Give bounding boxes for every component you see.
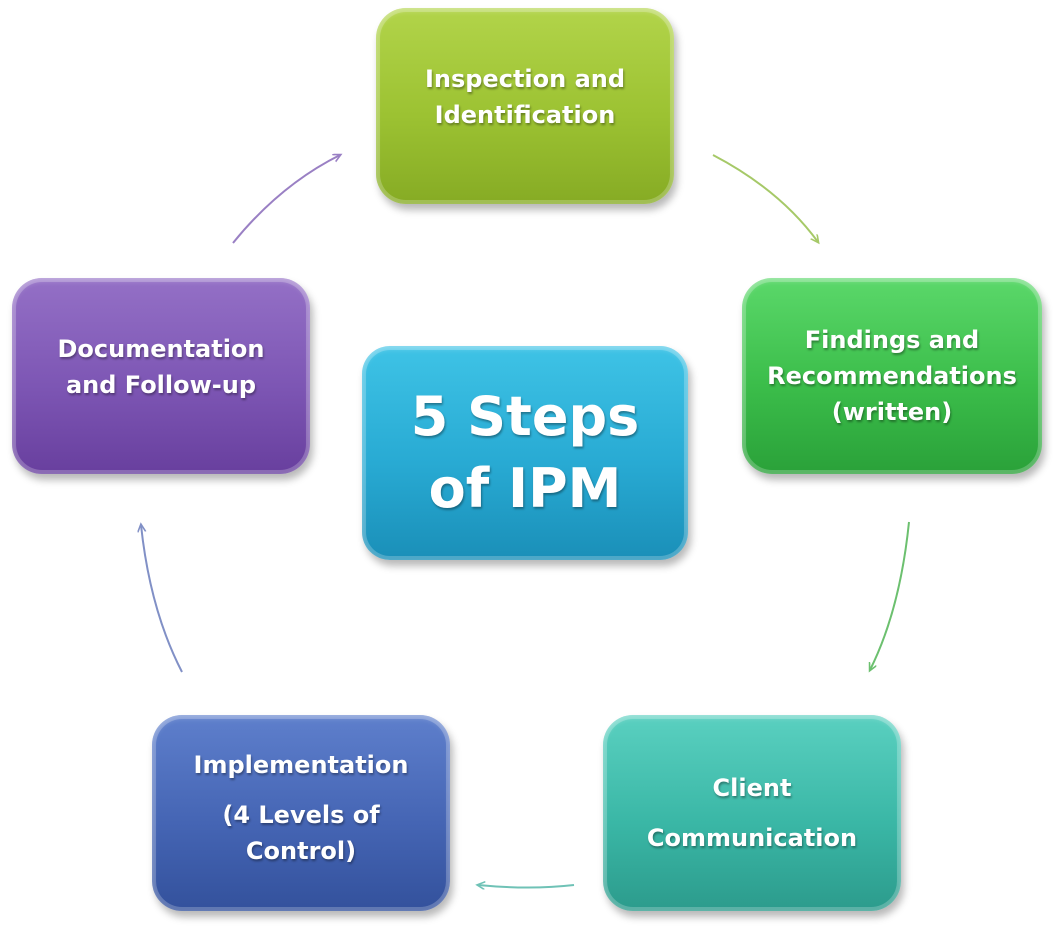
arrow-documentation-to-inspection bbox=[232, 155, 340, 244]
center-title-box: 5 Steps of IPM bbox=[362, 346, 688, 560]
step-label: Communication bbox=[646, 824, 858, 852]
step-label: Recommendations bbox=[767, 362, 1017, 390]
step-documentation-box: Documentation and Follow-up bbox=[12, 278, 310, 474]
step-label: Control) bbox=[245, 837, 357, 865]
arrow-client-to-implementation bbox=[478, 885, 575, 888]
step-label: (written) bbox=[831, 398, 953, 426]
step-implementation-box: Implementation (4 Levels of Control) bbox=[152, 715, 450, 911]
arrow-findings-to-client bbox=[870, 521, 910, 670]
step-findings-box: Findings and Recommendations (written) bbox=[742, 278, 1042, 474]
arrow-implementation-to-documentation bbox=[141, 525, 183, 673]
step-label: Identification bbox=[434, 101, 616, 129]
center-title-line: 5 Steps bbox=[410, 385, 640, 448]
step-inspection-box: Inspection and Identification bbox=[376, 8, 674, 204]
step-label: (4 Levels of bbox=[222, 801, 380, 829]
step-client-box: Client Communication bbox=[603, 715, 901, 911]
step-label: Client bbox=[712, 774, 792, 802]
arrow-inspection-to-findings bbox=[712, 154, 818, 242]
center-title-line: of IPM bbox=[428, 457, 622, 520]
step-label: Documentation bbox=[57, 335, 265, 363]
step-label: Inspection and bbox=[424, 65, 626, 93]
step-label: Findings and bbox=[804, 326, 980, 354]
step-label: Implementation bbox=[193, 751, 409, 779]
step-label: and Follow-up bbox=[65, 371, 257, 399]
